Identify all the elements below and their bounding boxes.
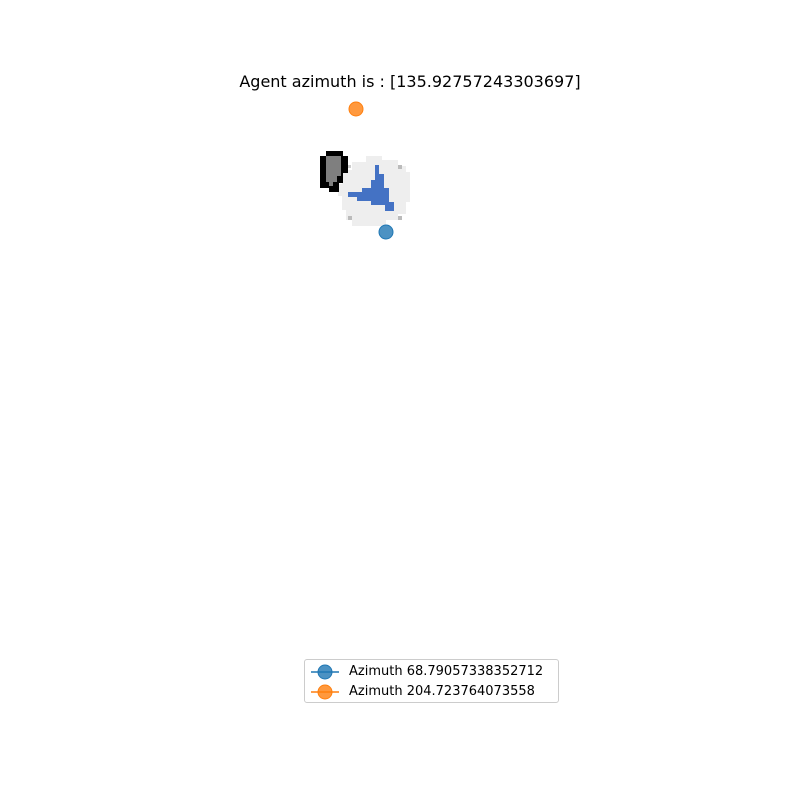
legend: Azimuth 68.79057338352712 Azimuth 204.72…	[304, 659, 559, 703]
agent-marker	[348, 165, 394, 211]
legend-label: Azimuth 204.723764073558	[349, 684, 535, 699]
chart-title: Agent azimuth is : [135.92757243303697]	[239, 72, 581, 91]
map-speck	[348, 216, 352, 220]
legend-entry: Azimuth 68.79057338352712	[305, 662, 558, 682]
map-speck	[398, 165, 402, 169]
map-speck	[398, 216, 402, 220]
legend-marker-icon	[311, 664, 339, 680]
map-speck	[348, 165, 351, 168]
obstacle	[326, 156, 341, 186]
legend-marker-icon	[311, 684, 339, 700]
scatter-points	[348, 101, 394, 240]
legend-label: Azimuth 68.79057338352712	[349, 664, 544, 679]
legend-entry: Azimuth 204.723764073558	[305, 682, 558, 702]
azimuth-point-1	[378, 224, 394, 240]
azimuth-point-2	[348, 101, 364, 117]
top-down-map	[320, 151, 410, 226]
